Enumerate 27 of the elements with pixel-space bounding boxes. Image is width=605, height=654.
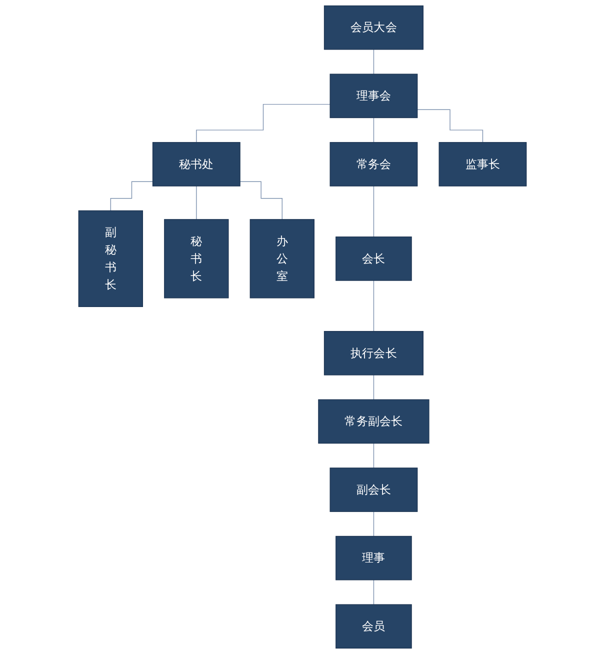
node-box: 秘书处 [152, 142, 240, 186]
node-box: 副会长 [330, 468, 418, 512]
node-box: 会长 [336, 236, 412, 281]
node-box: 常务会 [330, 142, 418, 186]
node-box: 副秘书长 [78, 210, 143, 308]
connector [110, 181, 154, 212]
node-box: 会员大会 [324, 5, 424, 50]
connector [196, 104, 330, 143]
connector [373, 280, 374, 332]
connector [373, 117, 374, 143]
connector [373, 511, 374, 537]
connector [373, 580, 374, 605]
node-box: 会员 [336, 604, 412, 649]
node-box: 常务副会长 [318, 399, 430, 444]
node-box: 理事会 [330, 74, 418, 118]
node-box: 执行会长 [324, 331, 424, 376]
connector [373, 374, 374, 400]
connector [196, 186, 197, 220]
connector [373, 49, 374, 74]
node-box: 秘书长 [164, 219, 229, 298]
node-box: 办公室 [250, 219, 314, 298]
connector [240, 181, 283, 220]
connector [416, 109, 484, 143]
node-box: 监事长 [438, 142, 527, 186]
node-box: 理事 [336, 536, 412, 580]
connector [373, 442, 374, 468]
connector [373, 186, 374, 238]
